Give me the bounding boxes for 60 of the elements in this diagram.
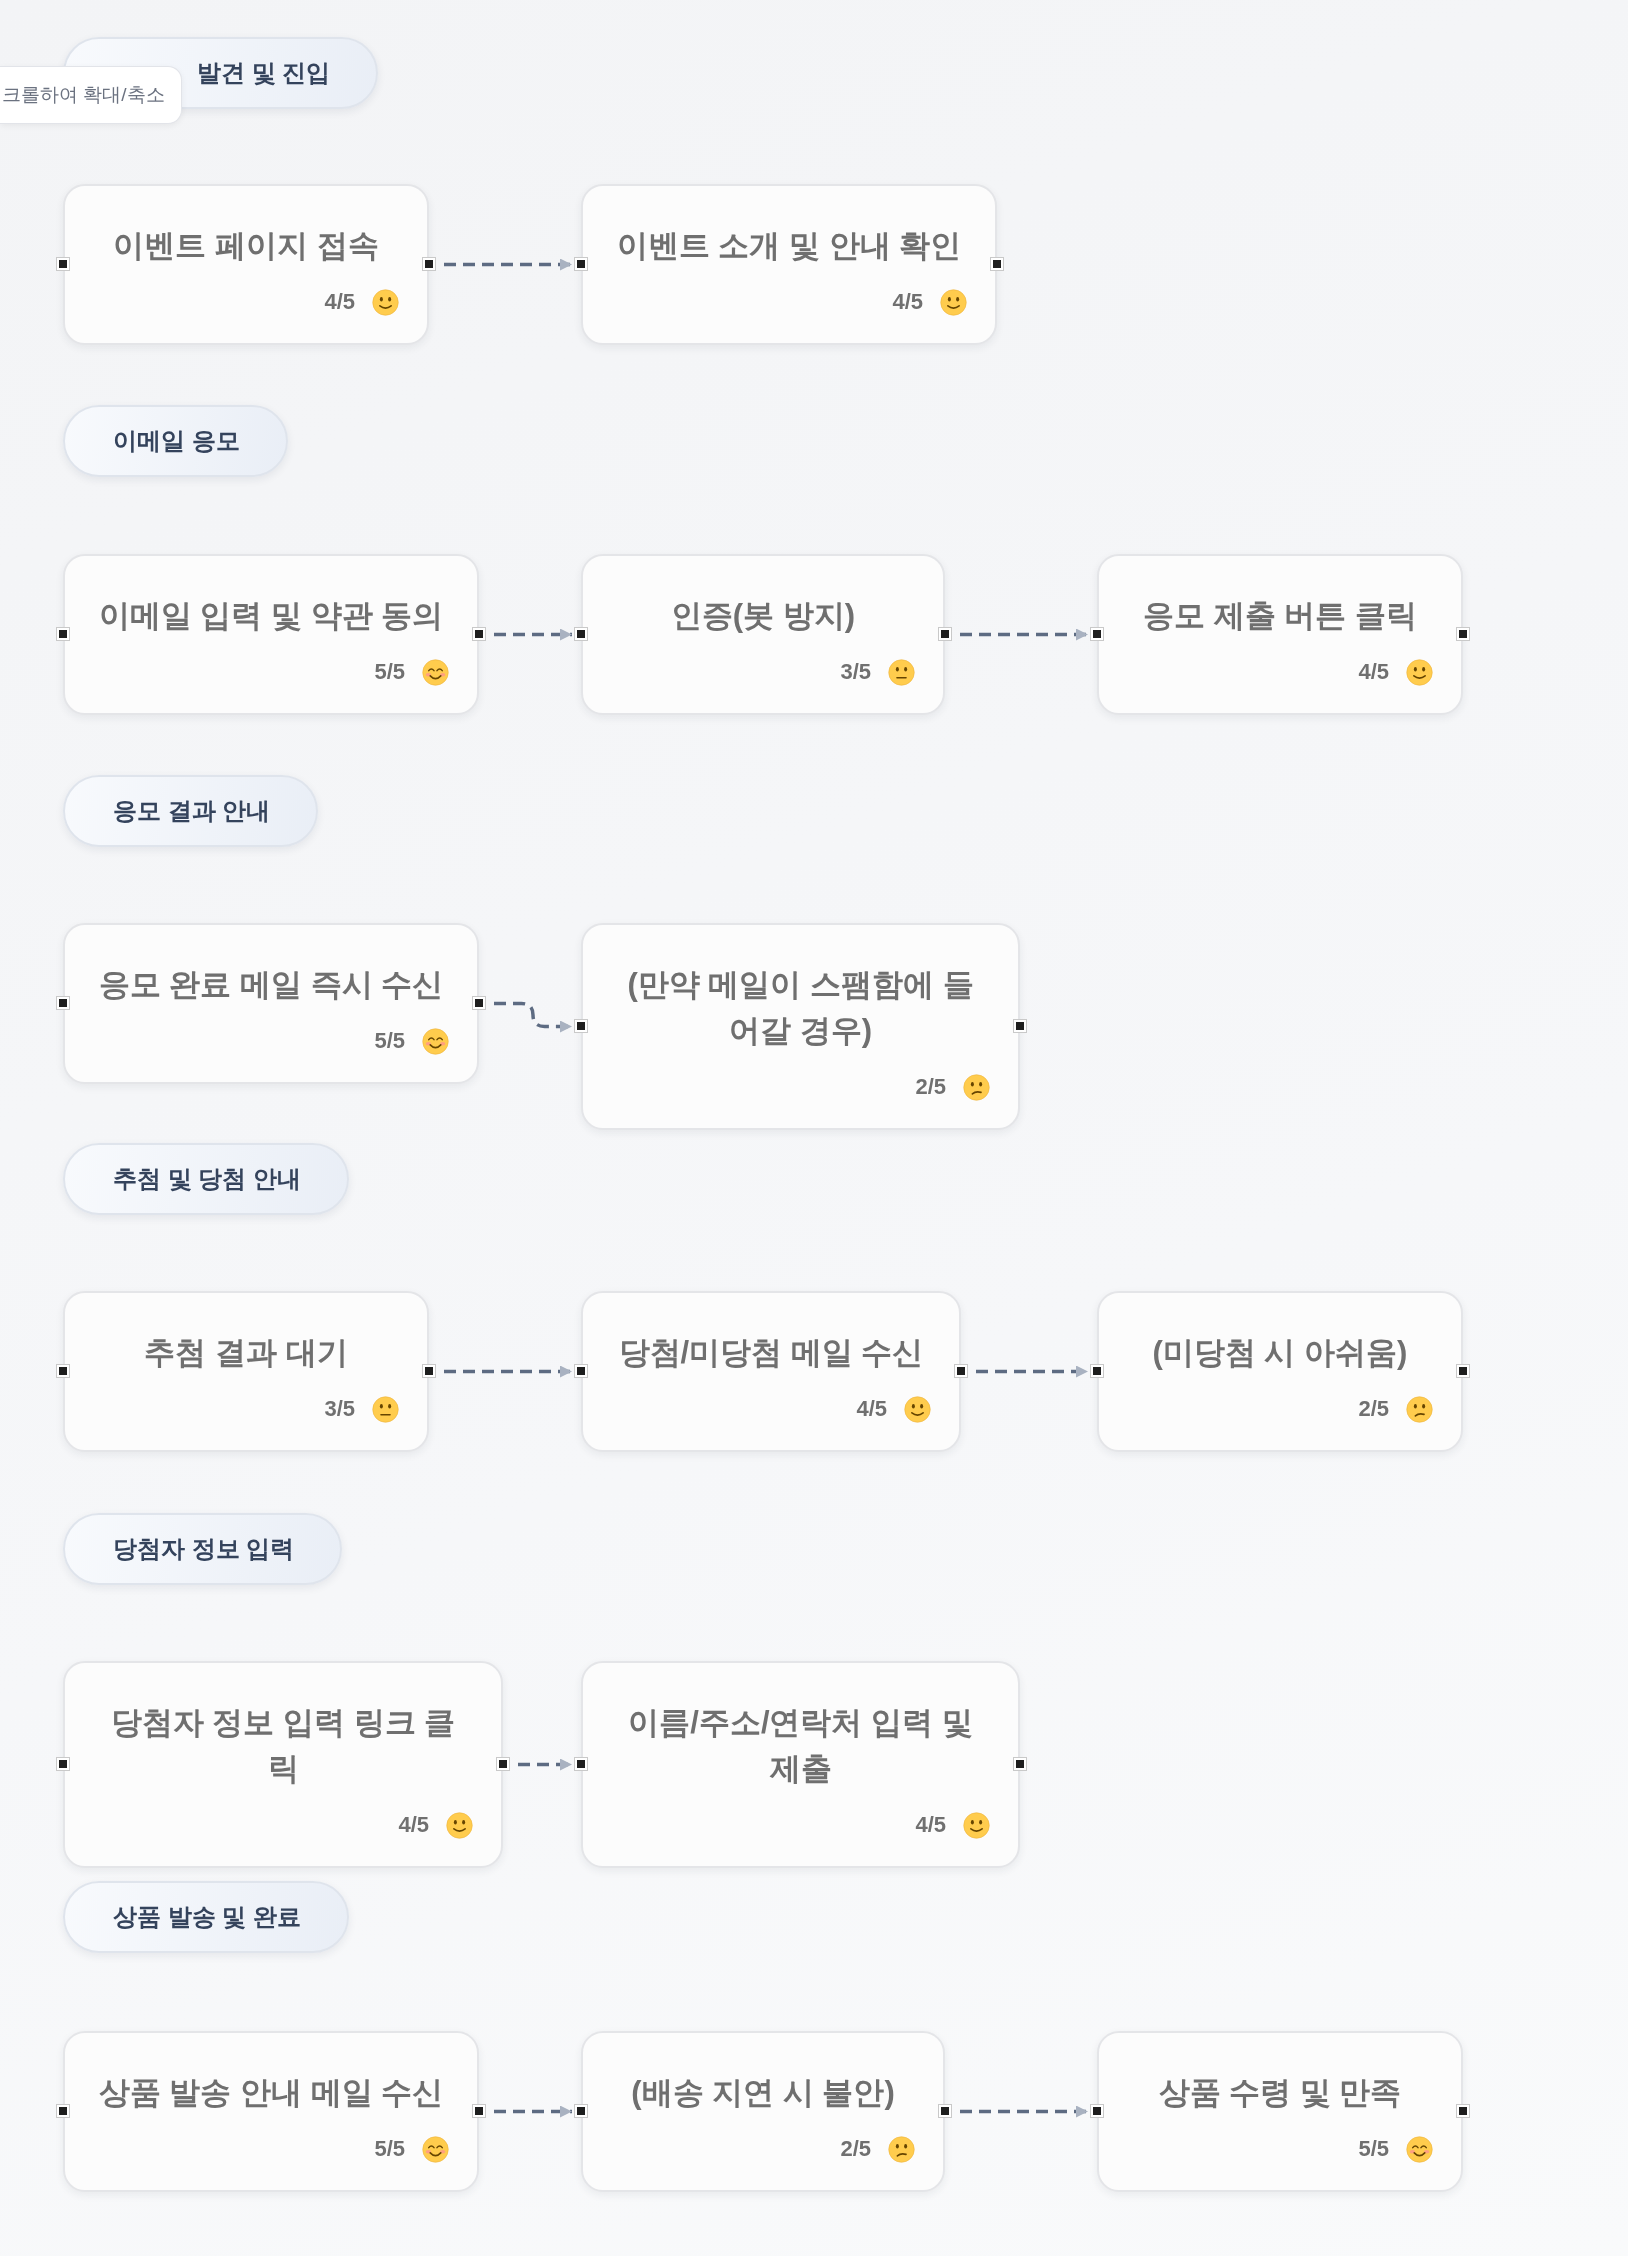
step-box: [1097, 2031, 1463, 2192]
step-title: 당첨/미당첨 메일 수신: [618, 1334, 924, 1372]
score-text: 5/5: [1358, 2135, 1389, 2163]
step-box: [1097, 554, 1463, 715]
step-box: [63, 2031, 479, 2192]
score-text: 5/5: [374, 2135, 405, 2163]
score-text: 5/5: [374, 658, 405, 686]
step-title: 상품 수령 및 만족: [1158, 2074, 1402, 2112]
score-text: 4/5: [892, 288, 923, 316]
score-text: 2/5: [840, 2135, 871, 2163]
connector-arrow: [976, 1365, 1088, 1378]
step-box: [581, 184, 997, 345]
step-box: [63, 1661, 503, 1868]
step-box: [581, 1661, 1020, 1868]
stage-pill: 응모 결과 안내: [63, 775, 319, 847]
score-text: 2/5: [915, 1073, 946, 1101]
step-title: 이메일 입력 및 약관 동의: [98, 597, 444, 635]
step-box: [581, 554, 945, 715]
score-text: 3/5: [324, 1395, 355, 1423]
step-box: [581, 1291, 961, 1452]
step-title: 상품 발송 안내 메일 수신: [98, 2074, 444, 2112]
step-title: 인증(봇 방지): [670, 597, 856, 635]
connector-arrow: [444, 258, 572, 271]
step-title: 이벤트 페이지 접속: [113, 227, 379, 265]
step-title: (배송 지연 시 불안): [631, 2074, 895, 2112]
step-box: [63, 1291, 429, 1452]
step-box: [581, 2031, 945, 2192]
stage-pill: 추첨 및 당첨 안내: [63, 1143, 349, 1215]
connector-arrow: [960, 2105, 1088, 2118]
score-text: 4/5: [1358, 658, 1389, 686]
step-box: [1097, 1291, 1463, 1452]
tooltip: 크롤하여 확대/축소: [0, 66, 182, 124]
stage-pill: 상품 발송 및 완료: [63, 1881, 349, 1953]
score-text: 5/5: [374, 1027, 405, 1055]
step-title: 이벤트 소개 및 안내 확인: [616, 227, 962, 265]
step-box: [581, 923, 1020, 1130]
score-text: 2/5: [1358, 1395, 1389, 1423]
connector-arrow: [494, 1001, 572, 1033]
step-title: 당첨자 정보 입력 링크 클릭: [109, 1704, 457, 1788]
stage-pill: 이메일 응모: [63, 405, 288, 477]
step-title: (만약 메일이 스팸함에 들어갈 경우): [626, 966, 975, 1050]
step-box: [63, 554, 479, 715]
score-text: 4/5: [915, 1811, 946, 1839]
step-title: 추첨 결과 대기: [144, 1334, 348, 1372]
step-title: 이름/주소/연락처 입력 및 제출: [627, 1704, 974, 1788]
score-text: 4/5: [856, 1395, 887, 1423]
score-text: 4/5: [324, 288, 355, 316]
connector-arrow: [444, 1365, 572, 1378]
connector-arrow: [518, 1758, 572, 1771]
step-title: 응모 완료 메일 즉시 수신: [98, 966, 444, 1004]
score-text: 3/5: [840, 658, 871, 686]
step-box: [63, 923, 479, 1084]
step-box: [63, 184, 429, 345]
connector-arrow: [494, 628, 572, 641]
stage-pill: 당첨자 정보 입력: [63, 1513, 343, 1585]
score-text: 4/5: [398, 1811, 429, 1839]
step-title: 응모 제출 버튼 클릭: [1143, 597, 1417, 635]
step-title: (미당첨 시 아쉬움): [1152, 1334, 1408, 1372]
connector-arrow: [960, 628, 1088, 641]
connector-arrow: [494, 2105, 572, 2118]
